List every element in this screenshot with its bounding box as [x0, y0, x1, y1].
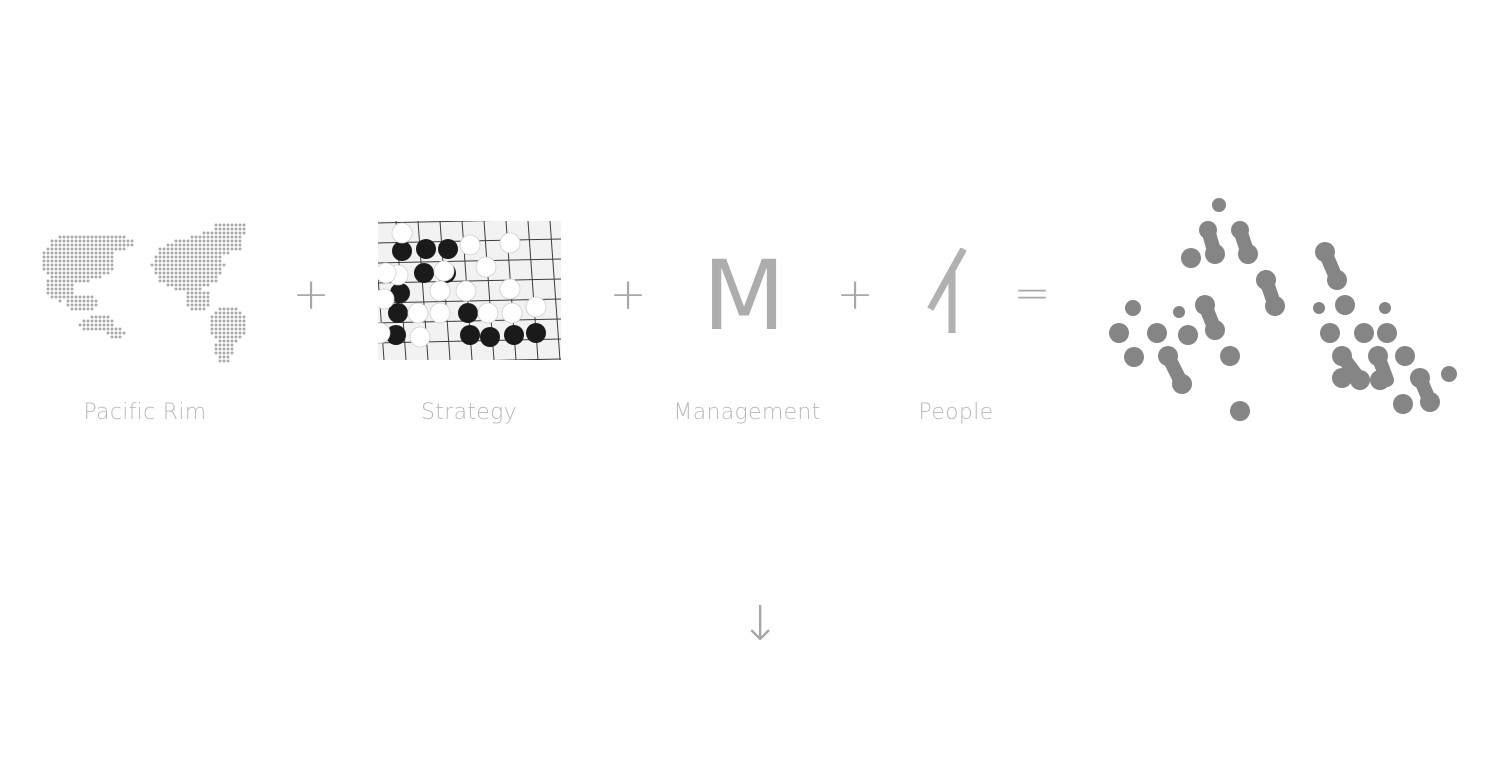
plus-operator-3: + [836, 269, 874, 320]
dotted-world-map-icon [42, 223, 246, 363]
go-board-photo [378, 221, 561, 360]
equals-operator: = [1013, 268, 1051, 319]
plus-operator-2: + [609, 269, 647, 320]
pacific-rim-label: Pacific Rim [83, 400, 207, 425]
people-label: People [918, 400, 994, 425]
map-dots [42, 223, 246, 363]
dotted-logo-mark-icon [1109, 198, 1457, 421]
logo-dots [1109, 198, 1457, 421]
chinese-person-radical-icon [927, 248, 967, 333]
strategy-label: Strategy [421, 400, 517, 425]
management-label: Management [673, 400, 821, 425]
plus-operator-1: + [292, 269, 330, 320]
letter-m-icon: M [702, 240, 786, 352]
down-arrow-icon: ↓ [740, 596, 781, 652]
go-stones [378, 222, 547, 348]
